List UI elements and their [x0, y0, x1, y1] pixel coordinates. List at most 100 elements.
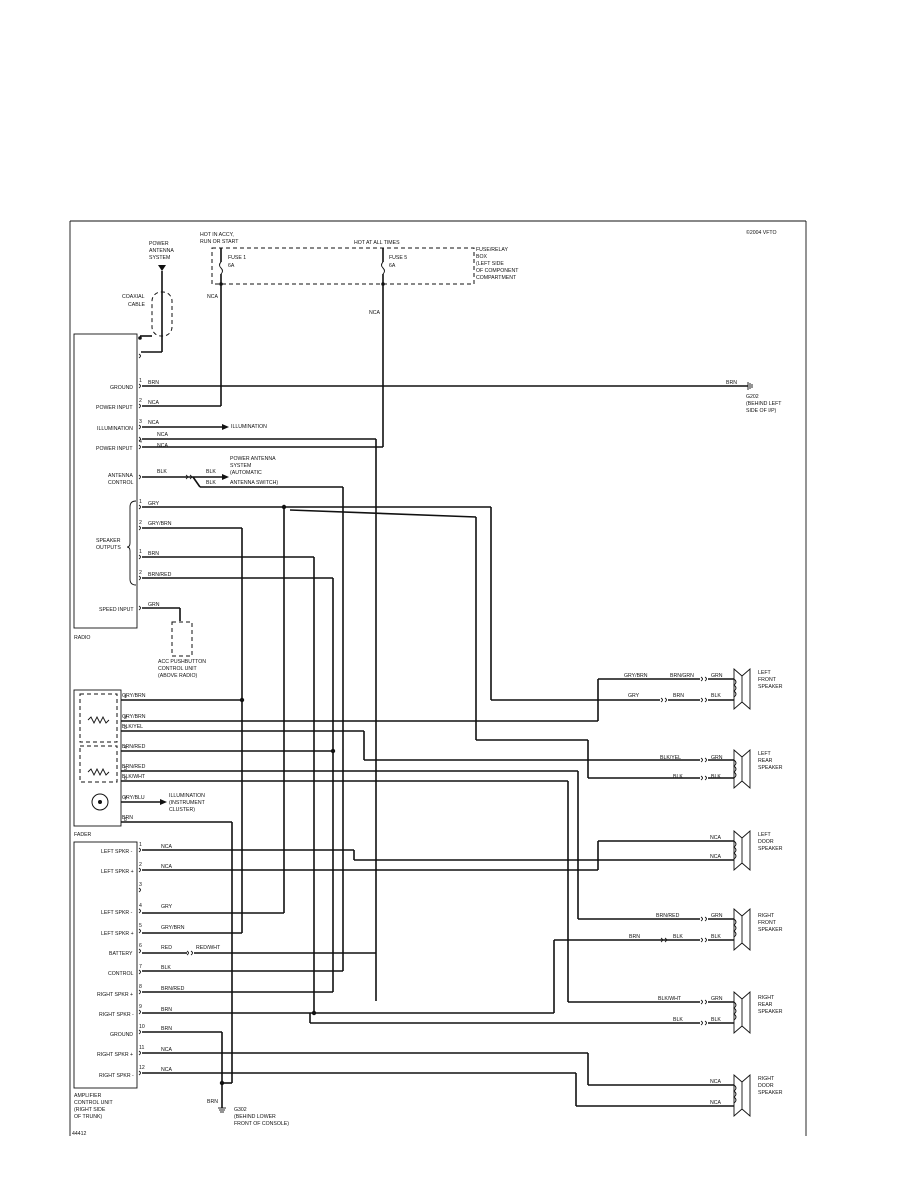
svg-text:GRY/BRN: GRY/BRN — [161, 925, 185, 931]
svg-text:GROUND: GROUND — [110, 1032, 133, 1038]
svg-text:RIGHT SPKR -: RIGHT SPKR - — [99, 1073, 134, 1079]
svg-text:NCA: NCA — [148, 420, 159, 426]
svg-text:LEFT SPKR -: LEFT SPKR - — [101, 849, 133, 855]
svg-text:RUN OR START: RUN OR START — [200, 239, 239, 245]
svg-text:NCA: NCA — [157, 432, 168, 438]
svg-text:SYSTEM: SYSTEM — [149, 255, 170, 261]
svg-text:RIGHT: RIGHT — [758, 913, 775, 919]
radio-wires: BRN BRN NCA NCA ILLUMINATION NCA NCA BLK… — [142, 285, 748, 1013]
svg-text:BLK: BLK — [206, 469, 216, 475]
svg-text:BLK: BLK — [711, 774, 721, 780]
svg-text:BRN: BRN — [161, 1026, 172, 1032]
svg-text:(BEHIND LOWER: (BEHIND LOWER — [234, 1114, 276, 1120]
svg-text:LEFT: LEFT — [758, 832, 772, 838]
svg-text:BLK: BLK — [673, 934, 683, 940]
svg-text:1: 1 — [139, 549, 142, 555]
svg-text:BRN: BRN — [148, 551, 159, 557]
svg-text:10: 10 — [139, 1024, 145, 1030]
svg-text:6A: 6A — [228, 263, 235, 269]
svg-text:BLK: BLK — [711, 1017, 721, 1023]
svg-text:RIGHT SPKR +: RIGHT SPKR + — [97, 1052, 133, 1058]
svg-text:AMPLIFIER: AMPLIFIER — [74, 1093, 102, 1099]
copyright-text: ©2004 VFTO — [746, 229, 777, 236]
svg-text:RED: RED — [161, 945, 172, 951]
svg-text:LEFT: LEFT — [758, 751, 772, 757]
svg-text:GRN: GRN — [711, 673, 723, 679]
svg-text:SPEAKER: SPEAKER — [758, 765, 783, 771]
amplifier-unit: LEFT SPKR - LEFT SPKR + LEFT SPKR - LEFT… — [73, 841, 145, 1120]
svg-text:NCA: NCA — [710, 854, 721, 860]
svg-text:6: 6 — [139, 943, 142, 949]
ground-g302: BRN G302 (BEHIND LOWER FRONT OF CONSOLE) — [207, 1099, 289, 1127]
svg-text:FUSE 1: FUSE 1 — [228, 255, 246, 261]
svg-text:11: 11 — [139, 1045, 144, 1051]
svg-text:BLK/WHT: BLK/WHT — [658, 996, 682, 1002]
svg-text:3: 3 — [139, 419, 142, 425]
svg-text:(INSTRUMENT: (INSTRUMENT — [169, 800, 206, 806]
svg-text:SPEAKER: SPEAKER — [758, 846, 783, 852]
svg-text:POWER INPUT: POWER INPUT — [96, 405, 133, 411]
svg-text:BLK: BLK — [673, 1017, 683, 1023]
svg-text:ANTENNA: ANTENNA — [108, 473, 133, 479]
amplifier-wires: NCA NCA GRY GRY/BRN RED RED/WHT BLK BRN/… — [142, 840, 700, 1108]
svg-text:BRN: BRN — [161, 1007, 172, 1013]
svg-text:CONTROL: CONTROL — [108, 480, 133, 486]
wire-nca-fuse1: NCA — [207, 294, 218, 300]
svg-text:REAR: REAR — [758, 1002, 773, 1008]
svg-text:NCA: NCA — [161, 844, 172, 850]
svg-text:LEFT SPKR -: LEFT SPKR - — [101, 910, 133, 916]
svg-text:(AUTOMATIC: (AUTOMATIC — [230, 470, 262, 476]
svg-text:6: 6 — [124, 776, 127, 782]
svg-text:12: 12 — [139, 1065, 145, 1071]
svg-text:(ABOVE RADIO): (ABOVE RADIO) — [158, 673, 197, 679]
svg-text:SPEAKER: SPEAKER — [96, 538, 121, 544]
svg-text:5: 5 — [124, 766, 127, 772]
svg-text:GROUND: GROUND — [110, 385, 133, 391]
antenna-switch-label: POWER ANTENNA — [230, 456, 276, 462]
svg-text:7: 7 — [124, 796, 127, 802]
svg-text:COMPARTMENT: COMPARTMENT — [476, 275, 517, 281]
wire-nca-fuse5: NCA — [369, 310, 380, 316]
radio-unit: RADIO GROUND POWER INPUT ILLUMINATION PO… — [73, 333, 142, 641]
svg-text:NCA: NCA — [161, 864, 172, 870]
svg-text:BRN/GRN: BRN/GRN — [670, 673, 694, 679]
page-code: 44412 — [72, 1131, 87, 1137]
svg-text:DOOR: DOOR — [758, 1083, 774, 1089]
svg-text:FRONT: FRONT — [758, 920, 777, 926]
svg-text:FRONT OF CONSOLE): FRONT OF CONSOLE) — [234, 1121, 289, 1127]
svg-text:NCA: NCA — [161, 1067, 172, 1073]
svg-text:BLK: BLK — [711, 693, 721, 699]
svg-text:BLK/YEL: BLK/YEL — [122, 724, 143, 730]
svg-text:BRN: BRN — [207, 1099, 218, 1105]
svg-text:BRN: BRN — [673, 693, 684, 699]
svg-text:CONTROL UNIT: CONTROL UNIT — [158, 666, 198, 672]
svg-text:HOT IN ACCY,: HOT IN ACCY, — [200, 232, 234, 238]
svg-text:CLUSTER): CLUSTER) — [169, 807, 195, 813]
svg-text:LEFT SPKR +: LEFT SPKR + — [101, 869, 134, 875]
svg-text:FUSE 5: FUSE 5 — [389, 255, 407, 261]
svg-text:GRY: GRY — [161, 904, 173, 910]
svg-text:OUTPUTS: OUTPUTS — [96, 545, 121, 551]
svg-text:2: 2 — [139, 570, 142, 576]
svg-text:5: 5 — [139, 923, 142, 929]
svg-text:POWER INPUT: POWER INPUT — [96, 446, 133, 452]
svg-text:COAXIAL: COAXIAL — [122, 294, 145, 300]
power-antenna-symbol: POWER ANTENNA SYSTEM COAXIAL CABLE — [122, 241, 174, 353]
svg-text:BRN/RED: BRN/RED — [122, 744, 146, 750]
svg-text:2: 2 — [139, 520, 142, 526]
illumination-label: ILLUMINATION — [231, 424, 267, 430]
svg-text:2: 2 — [124, 715, 127, 721]
svg-text:RED/WHT: RED/WHT — [196, 945, 221, 951]
svg-text:BOX: BOX — [476, 254, 487, 260]
svg-text:BLK/YEL: BLK/YEL — [660, 755, 681, 761]
svg-text:BLK: BLK — [673, 774, 683, 780]
svg-text:2: 2 — [139, 862, 142, 868]
svg-text:3: 3 — [139, 882, 142, 888]
svg-text:(BEHIND LEFT: (BEHIND LEFT — [746, 401, 782, 407]
svg-text:RIGHT SPKR +: RIGHT SPKR + — [97, 992, 133, 998]
svg-text:NCA: NCA — [710, 835, 721, 841]
svg-text:SPEAKER: SPEAKER — [758, 1090, 783, 1096]
speaker-left-door: NCA NCA LEFT DOOR SPEAKER — [700, 830, 783, 871]
svg-text:OF TRUNK): OF TRUNK) — [74, 1114, 102, 1120]
svg-text:1: 1 — [139, 378, 142, 384]
